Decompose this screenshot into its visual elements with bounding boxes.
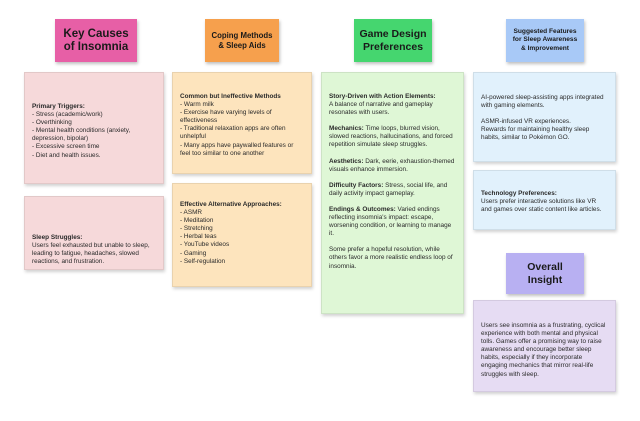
- technology-title: Technology Preferences:: [481, 190, 557, 197]
- features-header[interactable]: Suggested Features for Sleep Awareness &…: [506, 19, 584, 62]
- primary-triggers-card[interactable]: Primary Triggers: - Stress (academic/wor…: [24, 72, 164, 184]
- suggested-features-card[interactable]: AI-powered sleep-assisting apps integrat…: [473, 72, 616, 162]
- ineffective-item: - Traditional relaxation apps are often …: [180, 125, 286, 141]
- mechanics-text: Time loops, blurred vision, slowed react…: [329, 125, 453, 149]
- ineffective-methods-title: Common but Ineffective Methods: [180, 93, 281, 100]
- trigger-item: - Diet and health issues.: [32, 151, 101, 159]
- features-header-title: Suggested Features for Sleep Awareness &…: [512, 27, 578, 52]
- aesthetics-title: Aesthetics:: [329, 157, 364, 165]
- coping-header[interactable]: Coping Methods & Sleep Aids: [205, 19, 279, 62]
- asmr-feature-text: ASMR-infused VR experiences.: [481, 118, 571, 126]
- endings-title: Endings & Outcomes:: [329, 205, 396, 213]
- game-design-header[interactable]: Game Design Preferences: [354, 19, 432, 62]
- sleep-struggles-text: Users feel exhausted but unable to sleep…: [32, 242, 150, 266]
- resolution-text: Some prefer a hopeful resolution, while …: [329, 246, 453, 270]
- overall-insight-card[interactable]: Users see insomnia as a frustrating, cyc…: [473, 300, 616, 392]
- difficulty-title: Difficulty Factors:: [329, 181, 384, 189]
- effective-item: - Meditation: [180, 217, 214, 225]
- ineffective-methods-card[interactable]: Common but Ineffective Methods - Warm mi…: [172, 72, 312, 174]
- ineffective-item: - Exercise have varying levels of effect…: [180, 109, 272, 125]
- ai-feature-text: AI-powered sleep-assisting apps integrat…: [481, 94, 604, 110]
- overall-insight-title: Overall Insight: [527, 260, 563, 286]
- primary-triggers-title: Primary Triggers:: [32, 103, 85, 110]
- effective-item: - Herbal teas: [180, 233, 217, 241]
- trigger-item: - Stress (academic/work): [32, 111, 103, 119]
- story-title: Story-Driven with Action Elements:: [329, 93, 436, 100]
- game-design-header-title: Game Design Preferences: [359, 27, 427, 53]
- effective-item: - Self-regulation: [180, 257, 226, 265]
- insomnia-header[interactable]: Key Causes of Insomnia: [55, 19, 137, 62]
- coping-header-title: Coping Methods & Sleep Aids: [211, 30, 273, 50]
- trigger-item: - Excessive screen time: [32, 143, 100, 151]
- effective-approaches-card[interactable]: Effective Alternative Approaches: - ASMR…: [172, 183, 312, 287]
- game-design-card[interactable]: Story-Driven with Action Elements: A bal…: [321, 72, 464, 314]
- ineffective-item: - Many apps have paywalled features or f…: [180, 141, 294, 157]
- overall-insight-text: Users see insomnia as a frustrating, cyc…: [481, 322, 606, 378]
- story-text: A balance of narrative and gameplay reso…: [329, 101, 433, 117]
- sleep-struggles-card[interactable]: Sleep Struggles: Users feel exhausted bu…: [24, 196, 164, 270]
- sleep-struggles-title: Sleep Struggles:: [32, 234, 83, 241]
- insomnia-header-title: Key Causes of Insomnia: [63, 27, 129, 53]
- technology-text: Users prefer interactive solutions like …: [481, 198, 602, 214]
- trigger-item: - Overthinking: [32, 119, 72, 127]
- rewards-feature-text: Rewards for maintaining healthy sleep ha…: [481, 126, 590, 142]
- effective-item: - YouTube videos: [180, 241, 230, 249]
- trigger-item: - Mental health conditions (anxiety, dep…: [32, 127, 131, 143]
- endings-text: Varied endings reflecting insomnia's imp…: [329, 205, 452, 238]
- aesthetics-text: Dark, eerie, exhaustion-themed visuals e…: [329, 157, 455, 173]
- difficulty-text: Stress, social life, and daily activity …: [329, 181, 448, 197]
- mechanics-title: Mechanics:: [329, 125, 364, 133]
- overall-insight-header[interactable]: Overall Insight: [506, 253, 584, 294]
- effective-item: - ASMR: [180, 209, 203, 217]
- effective-item: - Stretching: [180, 225, 213, 233]
- ineffective-item: - Warm milk: [180, 101, 214, 109]
- technology-preferences-card[interactable]: Technology Preferences: Users prefer int…: [473, 170, 616, 230]
- effective-item: - Gaming: [180, 249, 207, 257]
- effective-approaches-title: Effective Alternative Approaches:: [180, 201, 282, 208]
